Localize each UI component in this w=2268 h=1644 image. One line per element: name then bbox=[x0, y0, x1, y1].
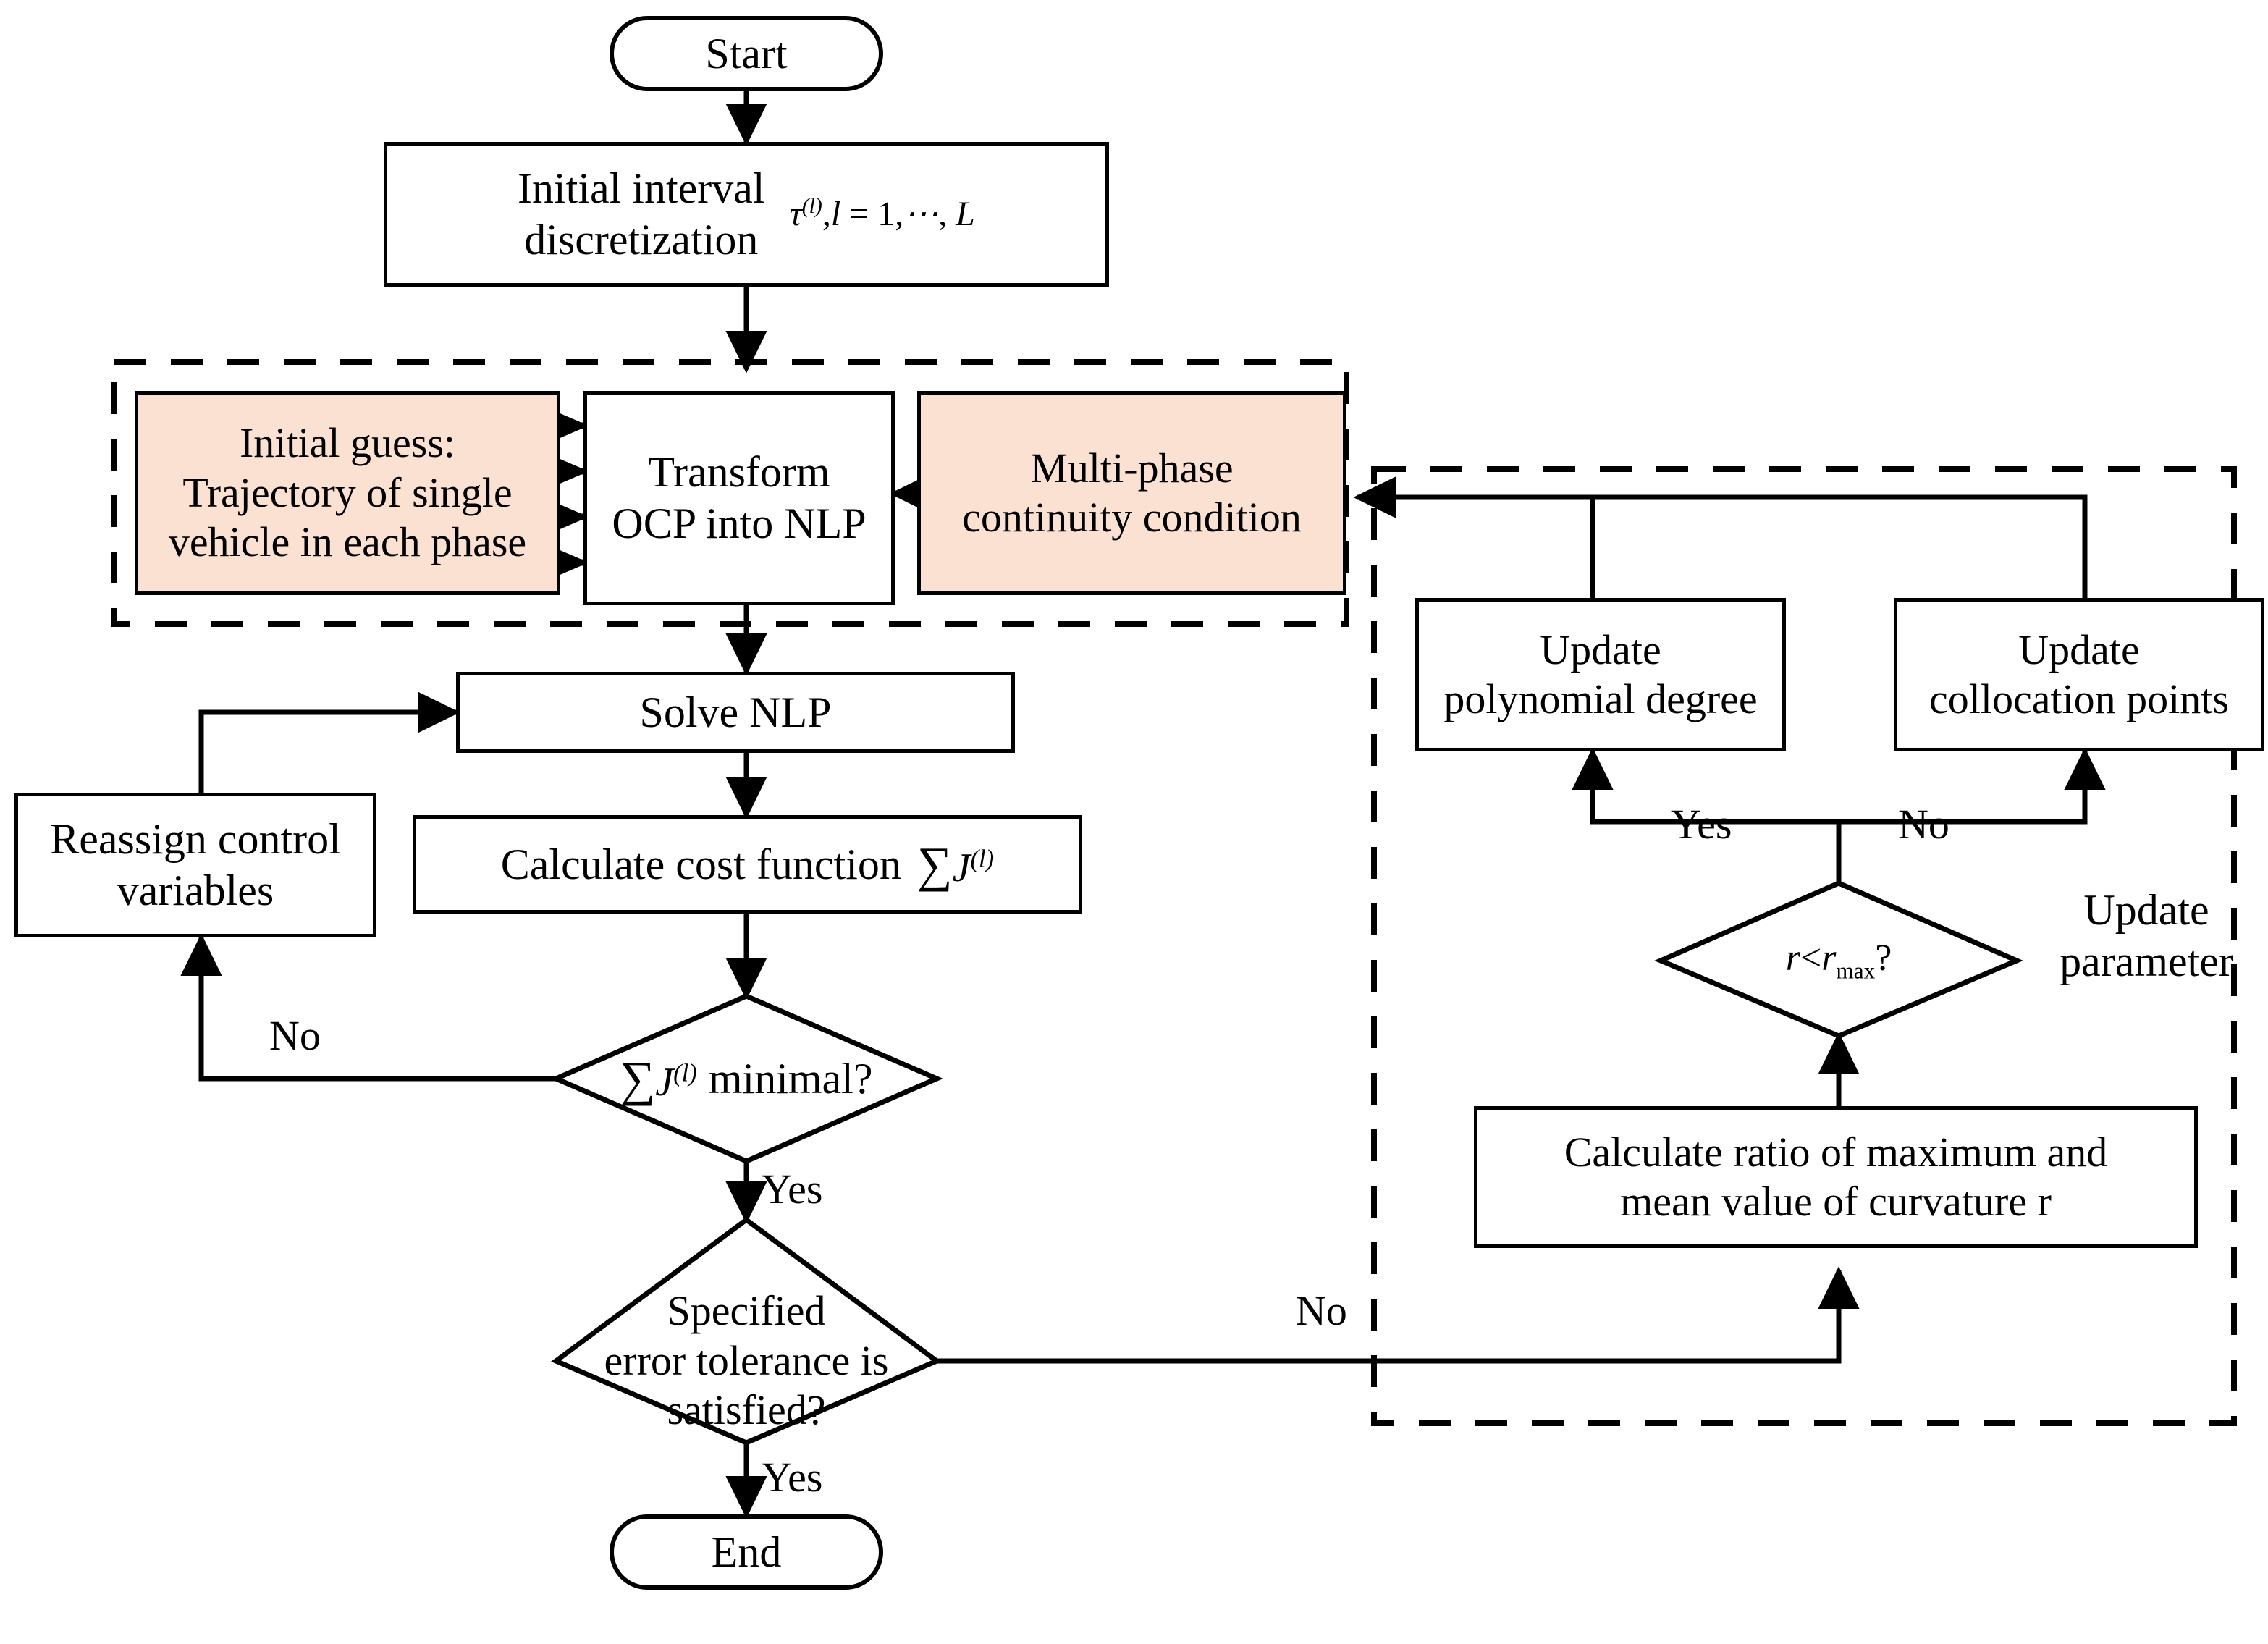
edge-label-tolerance-no: No bbox=[1296, 1287, 1347, 1334]
edge-label-cost-minimal-yes: Yes bbox=[762, 1165, 823, 1213]
node-start-label: Start bbox=[705, 29, 788, 77]
node-update-collocation-points[interactable]: Update collocation points bbox=[1894, 598, 2264, 751]
node-initial-discretization-math: τ(l),l = 1,⋯, L bbox=[789, 194, 975, 234]
edge-reassign-to-solve bbox=[198, 691, 460, 793]
node-solve-nlp-label: Solve NLP bbox=[639, 688, 832, 736]
edge-label-rcheck-no: No bbox=[1898, 801, 1949, 848]
edge-minimal-no-to-reassign bbox=[180, 933, 561, 1082]
node-end-label: End bbox=[711, 1527, 782, 1576]
edge-label-cost-minimal-no: No bbox=[269, 1012, 321, 1059]
node-reassign-control-variables[interactable]: Reassign control variables bbox=[14, 793, 376, 937]
decision-cost-minimal-shape bbox=[549, 993, 943, 1164]
edge-rcheck-yes-to-update-poly bbox=[1572, 747, 1842, 883]
node-calculate-cost-function-math: ∑J(l) bbox=[916, 836, 995, 892]
node-initial-discretization-text: Initial interval discretization bbox=[518, 164, 765, 264]
edge-label-tolerance-yes: Yes bbox=[762, 1454, 823, 1501]
edge-tolerance-no-to-ratio bbox=[937, 1266, 1860, 1364]
decision-error-tolerance-shape bbox=[551, 1216, 942, 1446]
label-update-parameter: Update parameter bbox=[2060, 886, 2233, 985]
node-update-polynomial-degree[interactable]: Update polynomial degree bbox=[1415, 598, 1786, 751]
decision-r-check-shape bbox=[1654, 880, 2023, 1039]
node-solve-nlp[interactable]: Solve NLP bbox=[456, 672, 1015, 753]
node-multiphase-continuity[interactable]: Multi-phase continuity condition bbox=[917, 391, 1346, 595]
node-transform-ocp-nlp[interactable]: Transform OCP into NLP bbox=[583, 391, 895, 605]
edge-rcheck-no-to-update-colloc bbox=[1839, 747, 2106, 825]
node-calculate-cost-function[interactable]: Calculate cost function ∑J(l) bbox=[413, 815, 1082, 914]
node-start[interactable]: Start bbox=[610, 16, 883, 91]
node-initial-discretization[interactable]: Initial interval discretization τ(l),l =… bbox=[384, 142, 1109, 287]
node-calculate-curvature-ratio[interactable]: Calculate ratio of maximum and mean valu… bbox=[1474, 1106, 2198, 1248]
node-initial-guess[interactable]: Initial guess: Trajectory of single vehi… bbox=[135, 391, 560, 595]
edge-label-rcheck-yes: Yes bbox=[1671, 801, 1732, 848]
edge-updates-to-multiphase bbox=[1357, 497, 2088, 598]
node-end[interactable]: End bbox=[610, 1514, 883, 1590]
